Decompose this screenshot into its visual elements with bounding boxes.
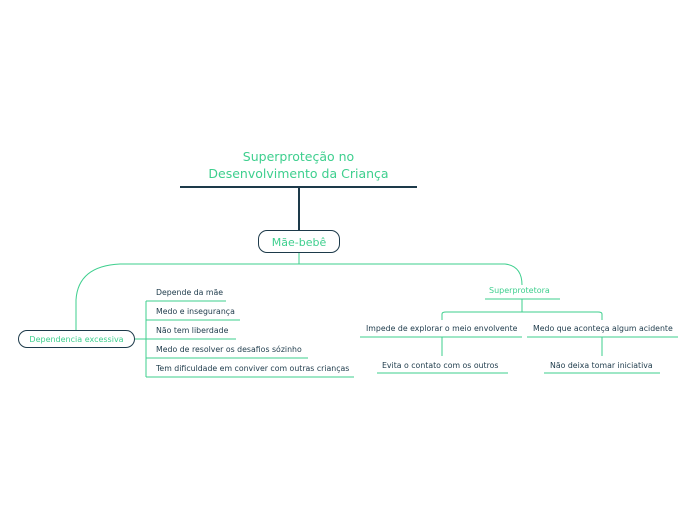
subtopic-item[interactable]: Não deixa tomar iniciativa — [550, 361, 653, 370]
subtopic-item[interactable]: Impede de explorar o meio envolvente — [366, 324, 518, 333]
map-title-line2: Desenvolvimento da Criança — [208, 166, 389, 181]
subtopic-item[interactable]: Medo e insegurança — [156, 307, 235, 316]
central-topic-node[interactable]: Mãe-bebê — [258, 230, 340, 253]
map-title-line1: Superproteção no — [242, 149, 355, 164]
subtopic-item[interactable]: Medo de resolver os desafios sózinho — [156, 345, 302, 354]
map-title[interactable]: Superproteção no Desenvolvimento da Cria… — [180, 148, 417, 182]
subtopic-item[interactable]: Evita o contato com os outros — [382, 361, 499, 370]
subtopic-item[interactable]: Depende da mãe — [156, 288, 224, 297]
subtopic-item[interactable]: Não tem liberdade — [156, 326, 229, 335]
topic-superprotetora[interactable]: Superprotetora — [489, 286, 550, 295]
subtopic-item[interactable]: Medo que aconteça algum acidente — [533, 324, 673, 333]
subtopic-item[interactable]: Tem dificuldade em conviver com outras c… — [156, 364, 350, 373]
topic-dependencia-excessiva[interactable]: Dependencia excessiva — [18, 330, 135, 348]
